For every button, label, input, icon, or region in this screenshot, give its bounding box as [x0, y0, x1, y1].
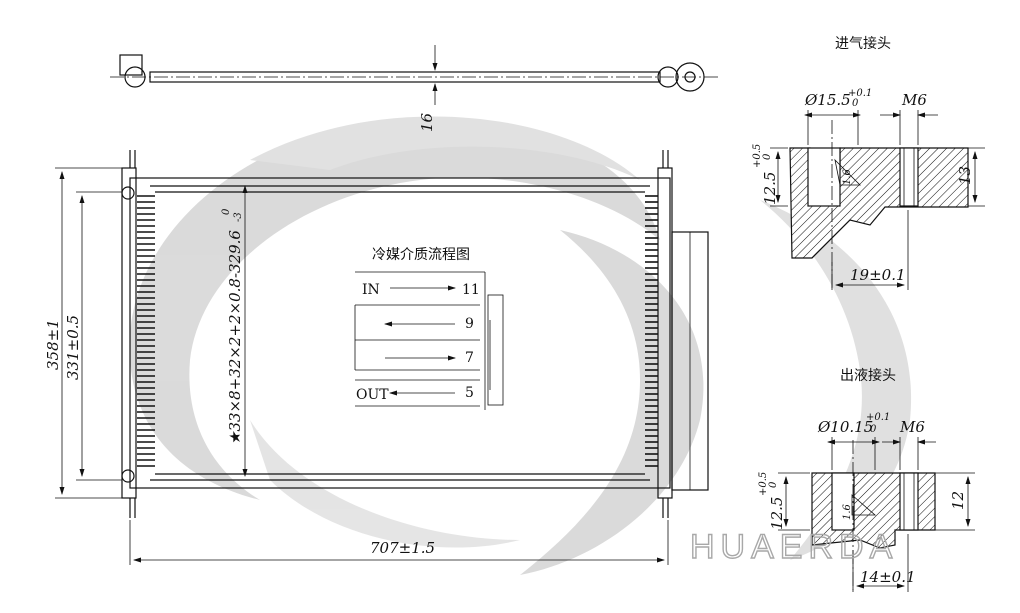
- outlet-bore-tol-upper: +0.1: [866, 412, 890, 423]
- outlet-bottom-dim: 14±0.1: [860, 568, 916, 586]
- inlet-fitting-section: 进气接头 1.6 Ø15.5 +0.1 0 M6 12.5 +0.5 0 13 …: [752, 35, 985, 290]
- outlet-bore-tol-lower: 0: [870, 424, 877, 435]
- inlet-right-dim: 13: [956, 166, 974, 185]
- fin-pattern-left: [137, 195, 155, 467]
- flow-diagram-title: 冷媒介质流程图: [372, 247, 470, 263]
- width-dim: 707±1.5: [370, 539, 435, 557]
- inlet-bore-dim: Ø15.5: [804, 91, 851, 109]
- inlet-bore-tol-lower: 0: [852, 98, 859, 109]
- outlet-left-dim: 12.5: [768, 497, 786, 530]
- outlet-fitting-title: 出液接头: [840, 367, 896, 384]
- inlet-left-tol-lower: 0: [762, 153, 773, 160]
- inlet-thread-label: M6: [901, 91, 927, 109]
- flow-diagram: 冷媒介质流程图 IN 11 9 7 OUT 5: [354, 247, 504, 410]
- flow-pass-5: 5: [465, 385, 474, 401]
- tube-spec: ★33×8+32×2+2×0.8-329.6: [226, 230, 244, 445]
- flow-out-label: OUT: [356, 387, 389, 403]
- inlet-finish-mark: 1.6: [842, 168, 853, 185]
- outlet-bore-dim: Ø10.15: [817, 418, 873, 436]
- flow-pass-11: 11: [462, 282, 480, 298]
- flow-in-label: IN: [362, 282, 380, 298]
- inlet-left-tol-upper: +0.5: [752, 144, 763, 168]
- outlet-left-tol-upper: +0.5: [758, 472, 769, 496]
- inlet-bottom-dim: 19±0.1: [850, 266, 906, 284]
- inlet-bore-tol-upper: +0.1: [848, 88, 872, 99]
- tube-spec-tol-lower: -3: [233, 212, 244, 222]
- inlet-fitting-title: 进气接头: [835, 35, 891, 52]
- outlet-right-dim: 12: [949, 491, 967, 510]
- height-inner-dim: 331±0.5: [64, 315, 82, 380]
- outlet-fitting-section: 出液接头 1.6 Ø10.15 +0.1 0 M6 12.5 +0.5 0 12…: [758, 367, 975, 592]
- flow-pass-7: 7: [465, 350, 474, 366]
- tube-spec-tol-upper: 0: [221, 208, 232, 215]
- inlet-left-dim: 12.5: [761, 172, 779, 205]
- fin-pattern-right: [645, 195, 658, 467]
- outlet-thread-label: M6: [899, 418, 925, 436]
- main-dimensions: 358±1 331±0.5 707±1.5 ★33×8+32×2+2×0.8-3…: [44, 167, 669, 565]
- watermark-brand: HUAERDA: [690, 528, 898, 566]
- outlet-finish-mark: 1.6: [842, 503, 853, 520]
- flow-pass-9: 9: [465, 316, 474, 332]
- height-outer-dim: 358±1: [44, 319, 62, 370]
- top-view: 16: [110, 45, 720, 132]
- thickness-dim: 16: [418, 112, 436, 132]
- outlet-left-tol-lower: 0: [768, 481, 779, 488]
- front-view: [121, 150, 709, 518]
